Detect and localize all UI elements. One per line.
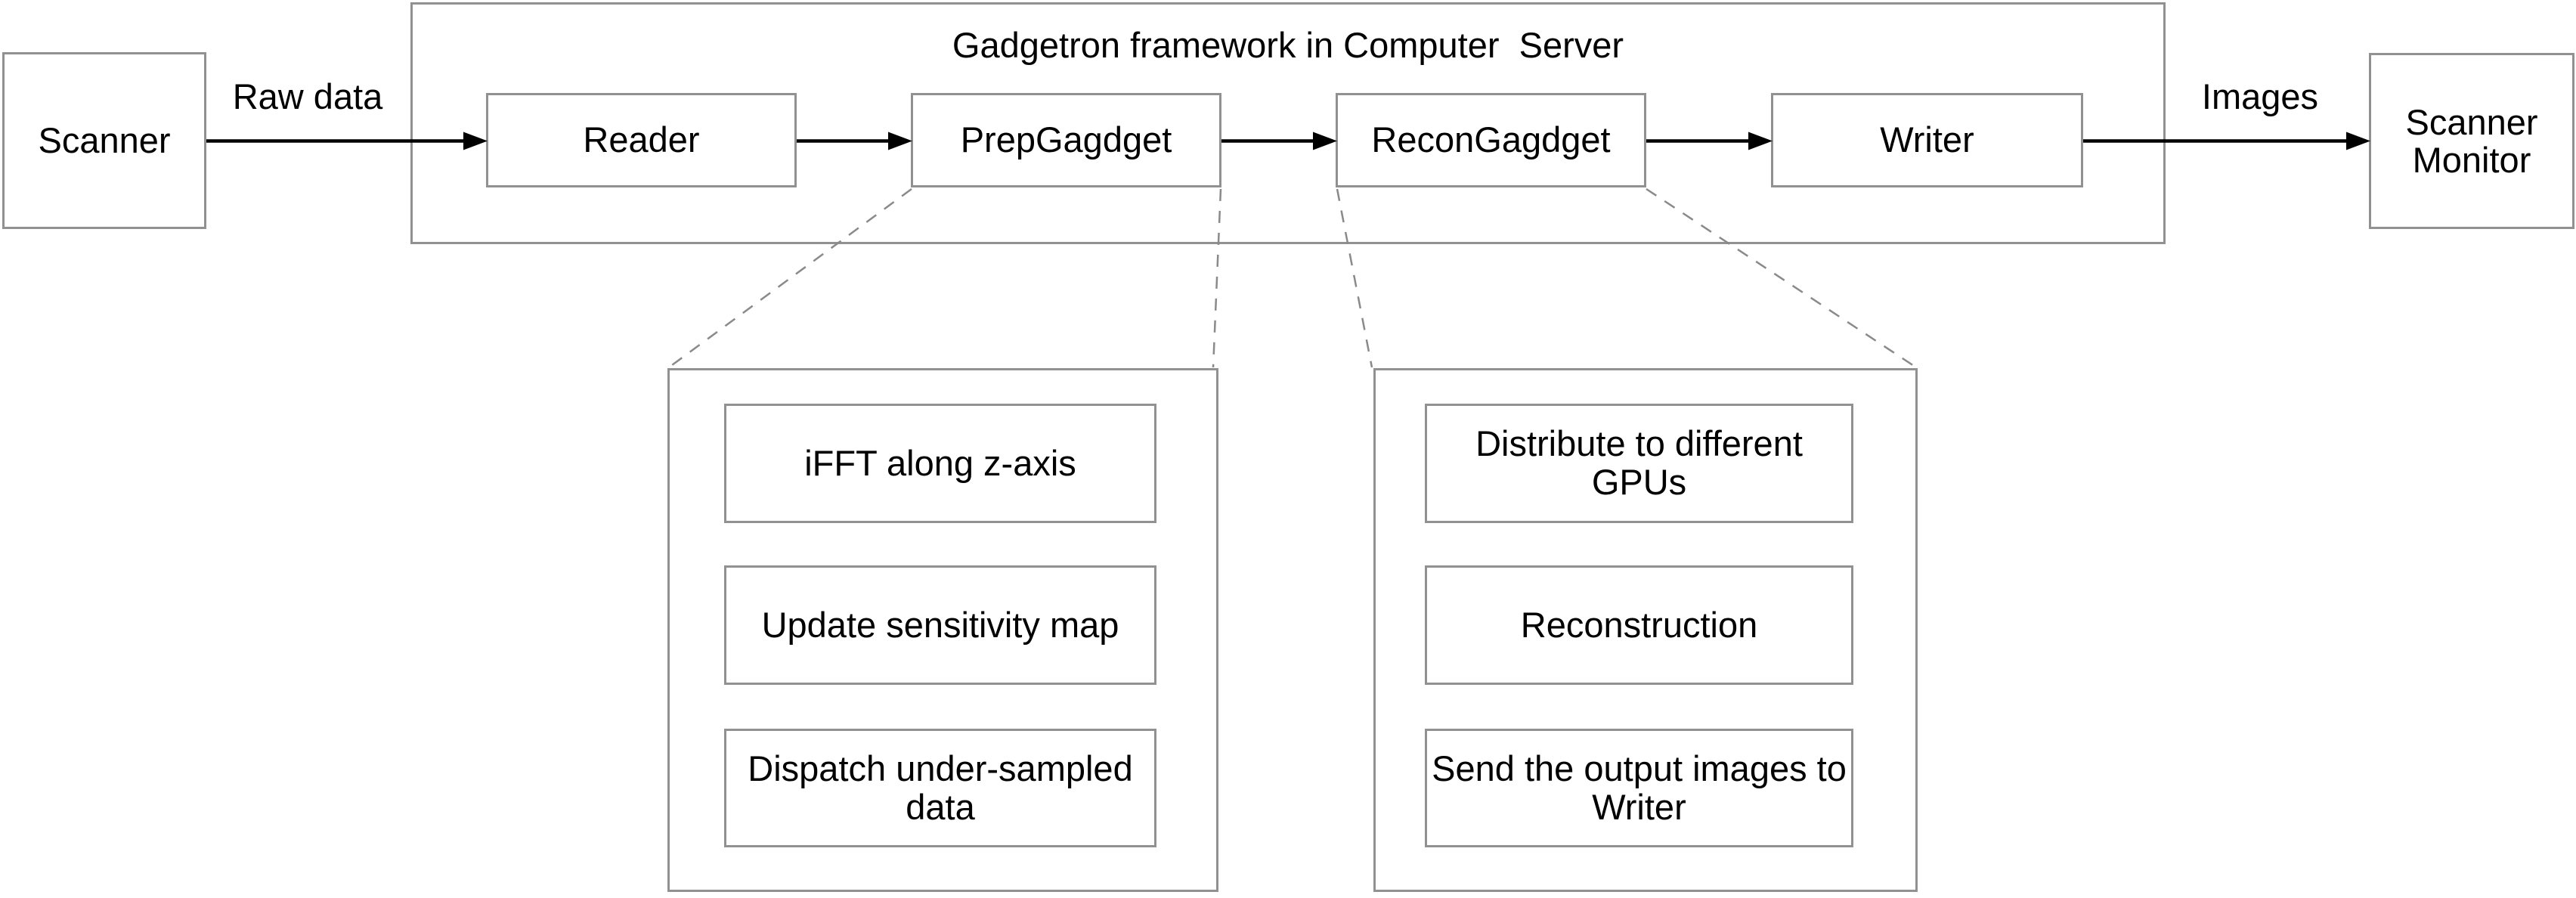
prep-step-label: Dispatch under-sampled data <box>748 748 1133 827</box>
prep-step-box: Update sensitivity map <box>724 565 1156 685</box>
writer-node: Writer <box>1771 93 2083 187</box>
recon-step-label: Send the output images to Writer <box>1432 748 1847 827</box>
prep-step-box: iFFT along z-axis <box>724 404 1156 523</box>
writer-node-label: Writer <box>1880 119 1974 160</box>
prep-gadget-node-label: PrepGagdget <box>960 119 1172 160</box>
recon-details-panel <box>1373 368 1918 892</box>
reader-node-label: Reader <box>583 119 700 160</box>
scanner-node: Scanner <box>2 52 206 229</box>
prep-gadget-node: PrepGagdget <box>911 93 1221 187</box>
recon-step-label: Reconstruction <box>1520 604 1758 645</box>
prep-step-label: iFFT along z-axis <box>804 442 1076 483</box>
recon-step-box: Send the output images to Writer <box>1425 729 1853 847</box>
prep-step-box: Dispatch under-sampled data <box>724 729 1156 847</box>
scanner-monitor-node-label: Scanner Monitor <box>2405 102 2538 180</box>
recon-gadget-node-label: ReconGagdget <box>1371 119 1611 160</box>
scanner-node-label: Scanner <box>38 119 171 160</box>
framework-container-box <box>410 2 2166 244</box>
raw-data-edge-label: Raw data <box>232 76 383 116</box>
prep-details-panel <box>667 368 1218 892</box>
recon-step-box: Distribute to different GPUs <box>1425 404 1853 523</box>
framework-title: Gadgetron framework in Computer Server <box>952 25 1624 65</box>
scanner-monitor-node: Scanner Monitor <box>2369 53 2574 229</box>
recon-gadget-node: ReconGagdget <box>1336 93 1646 187</box>
recon-step-box: Reconstruction <box>1425 565 1853 685</box>
recon-step-label: Distribute to different GPUs <box>1475 423 1803 502</box>
images-edge-label: Images <box>2201 76 2319 116</box>
reader-node: Reader <box>486 93 797 187</box>
prep-step-label: Update sensitivity map <box>761 604 1119 645</box>
